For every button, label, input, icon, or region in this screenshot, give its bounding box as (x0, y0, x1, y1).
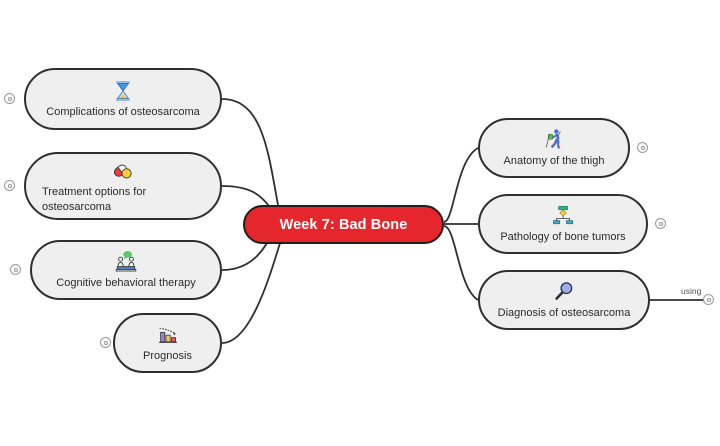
hiker-icon (541, 127, 567, 153)
edge-label-using: using (681, 286, 702, 296)
node-label: Diagnosis of osteosarcoma (497, 307, 631, 320)
handle-dot (706, 297, 711, 302)
flowchart-icon (550, 203, 576, 229)
node-prognosis[interactable]: Prognosis (113, 313, 222, 373)
node-label: Cognitive behavioral therapy (56, 277, 196, 290)
hourglass-icon (110, 78, 136, 104)
edge-to-anatomy (443, 147, 479, 223)
collapse-handle-anatomy[interactable] (637, 142, 648, 153)
handle-dot (640, 145, 645, 150)
node-pathology-of-bone-tumors[interactable]: Pathology of bone tumors (478, 194, 648, 254)
node-label: Complications of osteosarcoma (46, 106, 200, 119)
handle-dot (7, 96, 12, 101)
node-label: Prognosis (143, 350, 192, 363)
collapse-handle-prognosis[interactable] (100, 337, 111, 348)
handle-dot (103, 340, 108, 345)
node-cognitive-behavioral-therapy[interactable]: Cognitive behavioral therapy (30, 240, 222, 300)
therapy-session-icon (113, 249, 139, 275)
collapse-handle-complications[interactable] (4, 93, 15, 104)
node-treatment-options-for-osteosarcoma[interactable]: Treatment options for osteosarcoma (24, 152, 222, 220)
central-node-label: Week 7: Bad Bone (279, 216, 408, 233)
node-label: Anatomy of the thigh (503, 155, 605, 168)
node-complications-of-osteosarcoma[interactable]: Complications of osteosarcoma (24, 68, 222, 130)
magnifying-glass-icon (551, 279, 577, 305)
edge-to-prognosis (221, 239, 282, 344)
handle-dot (13, 267, 18, 272)
handle-dot (7, 183, 12, 188)
declining-bar-chart-icon (155, 322, 181, 348)
collapse-handle-treatment[interactable] (4, 180, 15, 191)
node-diagnosis-of-osteosarcoma[interactable]: Diagnosis of osteosarcoma (478, 270, 650, 330)
collapse-handle-cbt[interactable] (10, 264, 21, 275)
edge-to-complications (221, 98, 279, 206)
handle-dot (658, 221, 663, 226)
pills-icon (110, 158, 136, 184)
central-node-week-7-bad-bone[interactable]: Week 7: Bad Bone (243, 205, 444, 244)
edge-to-diagnosis (443, 225, 479, 301)
node-label: Treatment options for osteosarcoma (42, 185, 147, 213)
node-anatomy-of-the-thigh[interactable]: Anatomy of the thigh (478, 118, 630, 178)
node-label: Pathology of bone tumors (500, 231, 626, 244)
collapse-handle-pathology[interactable] (655, 218, 666, 229)
collapse-handle-diagnosis[interactable] (703, 294, 714, 305)
